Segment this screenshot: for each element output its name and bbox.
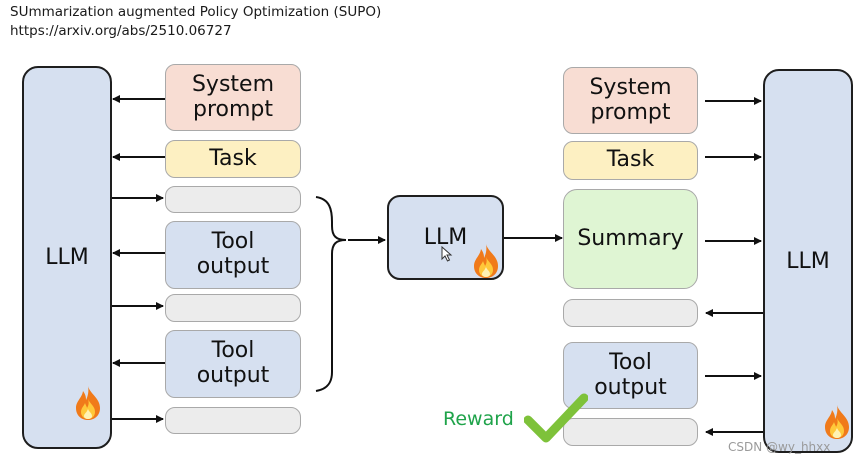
- left-tool-output-2: Tool output: [165, 330, 301, 398]
- left-llm-block: LLM: [22, 66, 112, 449]
- left-task-box: Task: [165, 140, 301, 178]
- right-task-box: Task: [563, 141, 698, 180]
- watermark: CSDN @wy_hhxx: [728, 440, 831, 454]
- middle-llm-label: LLM: [423, 225, 468, 250]
- right-llm-block: LLM: [763, 69, 853, 453]
- flame-icon: [474, 244, 498, 278]
- left-tool-output-1-label: Tool output: [196, 229, 270, 279]
- right-system-prompt-label: System prompt: [589, 74, 672, 125]
- checkmark-icon: [524, 393, 588, 443]
- left-system-prompt-box: System prompt: [165, 64, 301, 131]
- right-llm-label: LLM: [786, 248, 830, 274]
- right-task-label: Task: [606, 147, 655, 173]
- right-tool-output-label: Tool output: [594, 349, 667, 400]
- left-system-prompt-label: System prompt: [191, 71, 275, 122]
- flame-icon: [76, 386, 100, 420]
- left-empty-slot-2: [165, 294, 301, 322]
- right-system-prompt-box: System prompt: [563, 67, 698, 134]
- right-empty-slot-2: [563, 418, 698, 446]
- curly-brace: [315, 196, 347, 392]
- page-title: SUmmarization augmented Policy Optimizat…: [10, 4, 382, 20]
- paper-url: https://arxiv.org/abs/2510.06727: [10, 23, 232, 39]
- right-summary-box: Summary: [563, 189, 698, 289]
- reward-label: Reward: [443, 408, 514, 430]
- left-llm-label: LLM: [45, 245, 89, 270]
- right-summary-label: Summary: [577, 225, 684, 251]
- left-empty-slot-3: [165, 407, 301, 434]
- mouse-cursor-icon: [441, 246, 453, 262]
- right-empty-slot-1: [563, 299, 698, 327]
- left-tool-output-1: Tool output: [165, 221, 301, 289]
- flame-icon: [825, 405, 849, 439]
- left-empty-slot-1: [165, 186, 301, 213]
- left-tool-output-2-label: Tool output: [196, 338, 270, 388]
- left-task-label: Task: [209, 145, 257, 171]
